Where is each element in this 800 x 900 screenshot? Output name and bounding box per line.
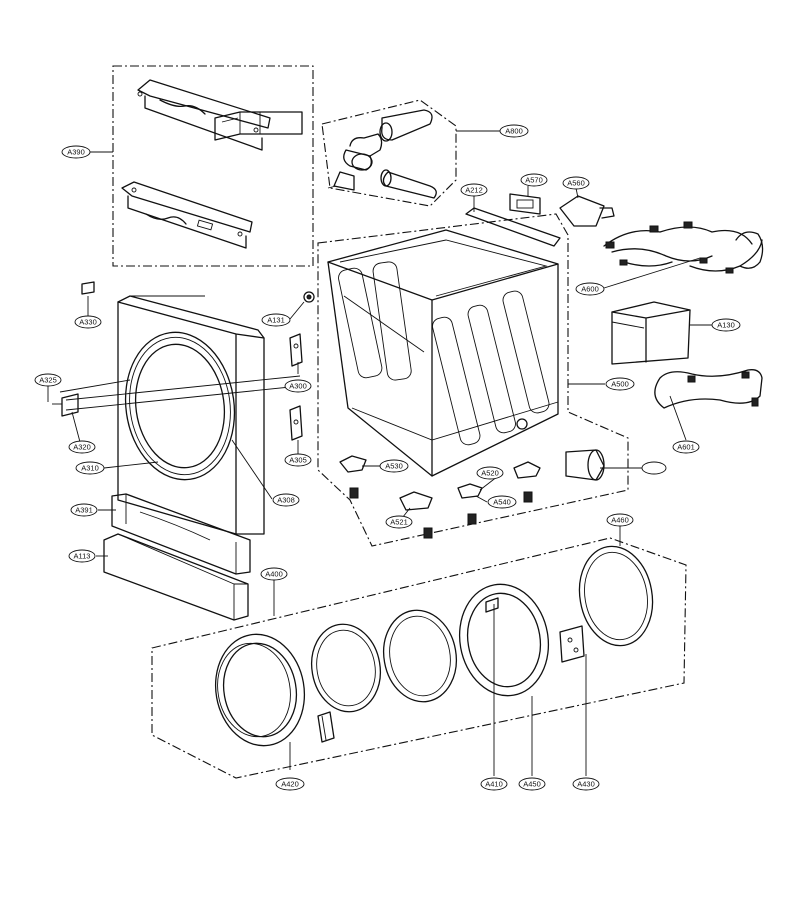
callout-a131: A131 xyxy=(261,313,291,327)
callout-a330-text: A330 xyxy=(79,318,97,327)
wiring-harness xyxy=(603,221,764,274)
hinge-clip xyxy=(81,281,95,295)
callout-blank xyxy=(641,461,667,475)
callout-a212: A212 xyxy=(460,183,488,197)
callout-a308: A308 xyxy=(272,493,300,507)
callout-a500-text: A500 xyxy=(611,380,629,389)
callout-a460: A460 xyxy=(606,513,634,527)
group-boundary-duct xyxy=(321,99,457,207)
kick-panel xyxy=(103,533,249,621)
callout-a521: A521 xyxy=(385,515,413,529)
lower-bracket xyxy=(111,493,251,575)
callout-a570: A570 xyxy=(520,173,548,187)
callout-a300-text: A300 xyxy=(289,382,307,391)
callout-a430-text: A430 xyxy=(577,780,595,789)
door-outer-ring xyxy=(214,633,306,747)
door-switch-top xyxy=(289,333,303,367)
callout-a310-text: A310 xyxy=(81,464,99,473)
callout-a600-text: A600 xyxy=(581,285,599,294)
callout-a600: A600 xyxy=(575,282,605,296)
callout-a320-text: A320 xyxy=(73,443,91,452)
callout-a800: A800 xyxy=(499,124,529,138)
callout-a325: A325 xyxy=(34,373,62,387)
vent-clip xyxy=(559,195,615,227)
callout-a521-text: A521 xyxy=(390,518,408,527)
callout-a325-text: A325 xyxy=(39,376,57,385)
callout-a500: A500 xyxy=(605,377,635,391)
callout-a310: A310 xyxy=(75,461,105,475)
control-box xyxy=(611,301,691,365)
group-boundary-top-bracket xyxy=(112,65,314,267)
callout-a391: A391 xyxy=(70,503,98,517)
door-hinge xyxy=(559,625,585,663)
callout-a430: A430 xyxy=(572,777,600,791)
callout-a305: A305 xyxy=(284,453,312,467)
mount-screw xyxy=(303,291,315,303)
top-bracket-assembly xyxy=(121,79,303,249)
callout-a400: A400 xyxy=(260,567,288,581)
callout-a390: A390 xyxy=(61,145,91,159)
callout-a113-text: A113 xyxy=(74,552,91,561)
callout-a601-text: A601 xyxy=(677,443,695,452)
power-cord xyxy=(654,369,763,409)
callout-a390-text: A390 xyxy=(67,148,85,157)
callout-a410-text: A410 xyxy=(485,780,503,789)
door-glass xyxy=(383,609,457,703)
callout-a560: A560 xyxy=(562,176,590,190)
callout-a520-text: A520 xyxy=(481,469,499,478)
callout-a400-text: A400 xyxy=(265,570,283,579)
callout-a330: A330 xyxy=(74,315,102,329)
callout-a570-text: A570 xyxy=(525,176,543,185)
callout-a113: A113 xyxy=(68,549,96,563)
top-cover-strip xyxy=(465,207,561,247)
callout-a420: A420 xyxy=(275,777,305,791)
cabinet-body xyxy=(327,229,559,477)
callout-a410: A410 xyxy=(480,777,508,791)
callout-a131-text: A131 xyxy=(267,316,285,325)
group-boundary-door xyxy=(151,537,687,779)
group-boundary-cabinet xyxy=(317,213,629,547)
front-panel xyxy=(59,295,301,535)
latch-bracket xyxy=(52,393,79,417)
door-seal-ring xyxy=(578,545,654,647)
callout-a800-text: A800 xyxy=(505,127,523,136)
callout-a212-text: A212 xyxy=(465,186,483,195)
callout-a130: A130 xyxy=(711,318,741,332)
callout-a560-text: A560 xyxy=(567,179,585,188)
callout-a460-text: A460 xyxy=(611,516,629,525)
callout-a420-text: A420 xyxy=(281,780,299,789)
callout-a308-text: A308 xyxy=(277,496,295,505)
callout-a300: A300 xyxy=(284,379,312,393)
callout-a540-text: A540 xyxy=(493,498,511,507)
sensor-bracket xyxy=(509,193,541,215)
callout-a305-text: A305 xyxy=(289,456,307,465)
callout-a130-text: A130 xyxy=(717,321,735,330)
door-handle xyxy=(317,711,335,743)
callout-a450: A450 xyxy=(518,777,546,791)
door-switch-bottom xyxy=(289,405,303,441)
callout-a540: A540 xyxy=(487,495,517,509)
callout-a601: A601 xyxy=(672,440,700,454)
exhaust-duct-assembly xyxy=(327,109,437,199)
door-inner-frame xyxy=(458,583,550,697)
callout-a530-text: A530 xyxy=(385,462,403,471)
callout-a320: A320 xyxy=(68,440,96,454)
leader-lines xyxy=(47,130,712,776)
callout-a530: A530 xyxy=(379,459,409,473)
exhaust-outlet xyxy=(565,449,605,481)
callout-a520: A520 xyxy=(476,466,504,480)
callout-a450-text: A450 xyxy=(523,780,541,789)
leveling-feet xyxy=(339,455,541,539)
callout-a391-text: A391 xyxy=(75,506,93,515)
door-gasket xyxy=(311,623,381,713)
